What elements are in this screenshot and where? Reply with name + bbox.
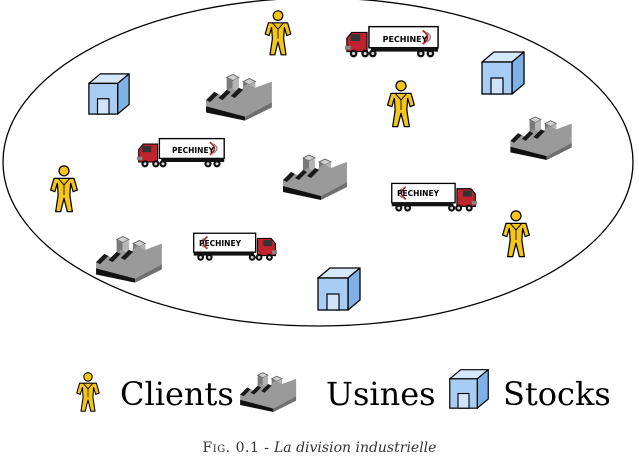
- caption-title: La division industrielle: [273, 440, 437, 456]
- caption-prefix: Fig. 0.1 -: [202, 440, 270, 456]
- truck-icon: PECHINEY: [344, 25, 440, 59]
- factory-icon: [509, 116, 573, 160]
- client-person-icon: [502, 210, 530, 258]
- truck-brand-label: PECHINEY: [383, 35, 428, 44]
- factory-icon: [95, 235, 163, 283]
- stock-warehouse-icon: [88, 73, 130, 115]
- client-person-icon: [50, 165, 78, 213]
- division-boundary-ellipse: [2, 0, 634, 327]
- client-person-icon: [387, 80, 415, 128]
- figure-caption: Fig. 0.1 - La division industrielle: [0, 440, 639, 456]
- truck-brand-label: PECHINEY: [172, 146, 215, 155]
- stock-warehouse-icon: [317, 267, 361, 311]
- stock-warehouse-icon: [481, 51, 525, 95]
- factory-icon: [282, 154, 348, 200]
- truck-brand-label: PECHINEY: [397, 189, 440, 198]
- legend-factory-icon: [239, 372, 297, 412]
- client-person-icon: [264, 10, 292, 56]
- legend-stocks-label: Stocks: [503, 375, 611, 413]
- truck-brand-label: PECHINEY: [199, 239, 242, 248]
- truck-icon: PECHINEY: [136, 137, 226, 169]
- legend-usines-label: Usines: [326, 375, 436, 413]
- legend-stock-icon: [449, 369, 489, 409]
- legend-client-icon: [76, 372, 100, 412]
- factory-icon: [205, 73, 273, 121]
- legend-clients-label: Clients: [120, 375, 234, 413]
